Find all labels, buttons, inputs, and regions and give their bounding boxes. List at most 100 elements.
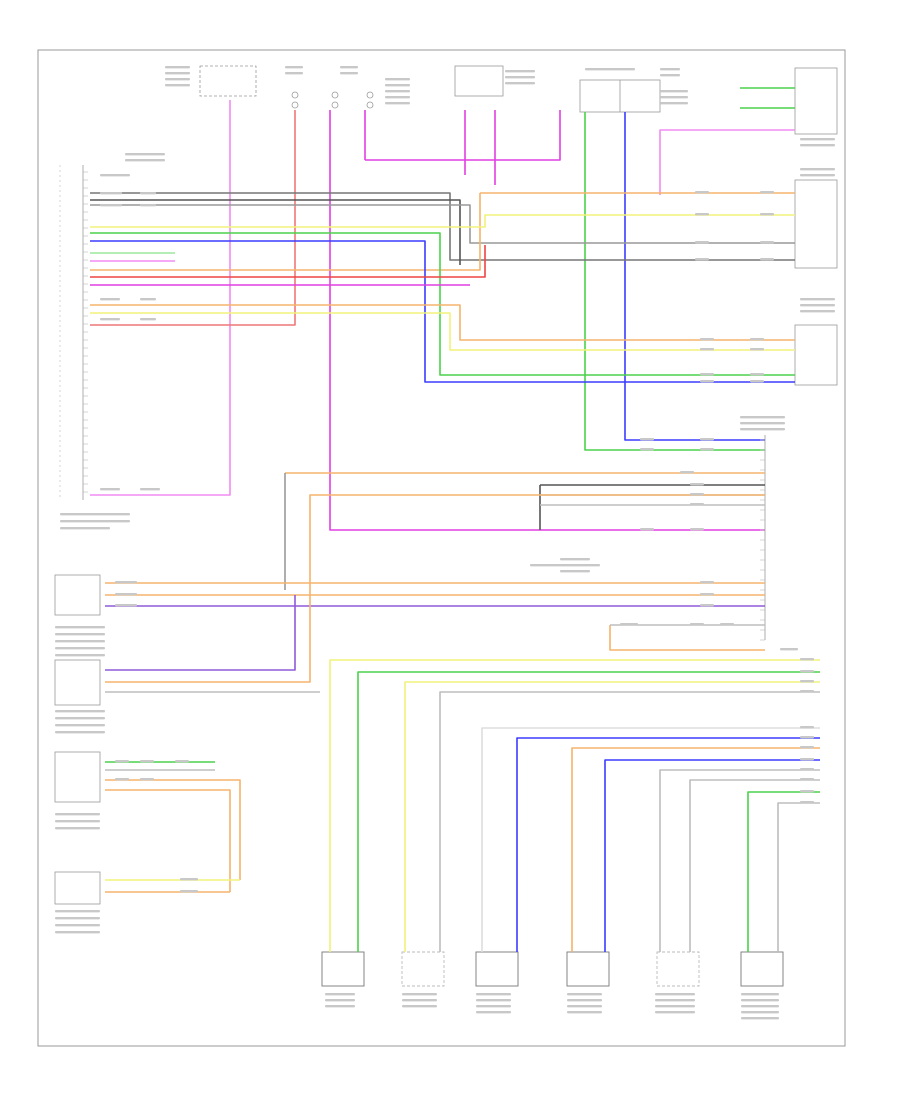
- blurred-label: [55, 910, 100, 913]
- wire-yellow-2: [90, 312, 795, 351]
- blurred-label: [700, 593, 714, 596]
- blurred-label: [165, 72, 190, 75]
- blurred-label: [476, 1005, 511, 1008]
- blurred-label: [560, 570, 590, 573]
- blurred-label: [800, 304, 835, 307]
- blurred-label: [741, 1011, 779, 1014]
- blurred-label: [125, 153, 165, 156]
- front-passenger-buckle-box: [54, 871, 101, 905]
- blurred-label: [741, 1005, 779, 1008]
- blurred-label: [750, 373, 764, 376]
- blurred-label: [115, 778, 129, 781]
- blurred-label: [115, 593, 137, 596]
- blurred-label: [760, 213, 774, 216]
- wire-blue-mid: [90, 240, 795, 383]
- wire-magenta-long: [329, 110, 765, 531]
- blurred-label: [385, 102, 410, 105]
- blurred-label: [100, 298, 120, 301]
- wire-grey-bottom-6: [777, 802, 820, 952]
- wire-pink-top: [90, 100, 231, 496]
- blurred-label: [800, 801, 814, 804]
- bottom-component-6: [740, 951, 784, 987]
- blurred-label: [385, 78, 410, 81]
- right-connector-sensors: [794, 324, 838, 386]
- wire-green-bottom-6: [747, 791, 820, 952]
- fuse-5: [366, 91, 374, 99]
- blurred-label: [60, 520, 130, 523]
- blurred-label: [660, 68, 680, 71]
- fuses: [291, 91, 374, 109]
- blurred-label: [800, 690, 814, 693]
- blurred-label: [55, 654, 105, 657]
- blurred-label: [55, 813, 100, 816]
- blurred-label: [55, 820, 100, 823]
- blurred-label: [800, 298, 835, 301]
- blurred-label: [140, 192, 156, 195]
- blurred-label: [800, 778, 814, 781]
- blurred-label: [690, 623, 704, 626]
- blurred-label: [140, 318, 156, 321]
- blurred-label: [100, 174, 130, 177]
- blurred-label: [800, 758, 814, 761]
- wire-blue-bottom-3: [516, 737, 820, 952]
- blurred-label: [476, 999, 511, 1002]
- blurred-label: [655, 993, 695, 996]
- bottom-component-5: [656, 951, 700, 987]
- blurred-label: [741, 1017, 779, 1020]
- blurred-label: [385, 90, 410, 93]
- module-pins: [83, 171, 765, 641]
- blurred-label: [55, 717, 105, 720]
- blurred-label: [55, 731, 105, 734]
- blurred-label: [700, 348, 714, 351]
- blurred-label: [690, 503, 704, 506]
- fuse-3: [331, 91, 339, 99]
- blurred-label: [530, 564, 600, 567]
- blurred-label: [741, 999, 779, 1002]
- blurred-label: [660, 102, 688, 105]
- blurred-label: [740, 422, 785, 425]
- blurred-label: [505, 76, 535, 79]
- blurred-label: [60, 513, 130, 516]
- blurred-label: [285, 72, 303, 75]
- blurred-label: [55, 640, 105, 643]
- blurred-label: [115, 581, 137, 584]
- blurred-label: [620, 623, 638, 626]
- wire-orange-bottom-4: [571, 747, 820, 952]
- blurred-label: [55, 827, 100, 830]
- blurred-label: [695, 241, 709, 244]
- blurred-label: [690, 528, 704, 531]
- wire-yellow-1: [90, 214, 795, 228]
- blurred-label: [165, 84, 190, 87]
- blurred-label: [655, 1011, 695, 1014]
- diagram-frame: [37, 49, 846, 1047]
- blurred-label: [750, 380, 764, 383]
- blurred-label: [140, 778, 154, 781]
- fuse-2: [291, 101, 299, 109]
- bottom-component-1: [321, 951, 365, 987]
- wire-orange-belt-2: [105, 789, 231, 892]
- blurred-label: [125, 159, 165, 162]
- blurred-label: [505, 70, 535, 73]
- wire-orange-belt: [105, 779, 241, 880]
- wire-pink-right: [659, 129, 795, 195]
- wire-red-1: [90, 245, 486, 278]
- wire-dark-2: [90, 199, 461, 265]
- blurred-label: [800, 680, 814, 683]
- blurred-label: [800, 768, 814, 771]
- wire-green-fuse: [584, 112, 765, 451]
- blurred-label: [476, 993, 511, 996]
- wires: [90, 87, 820, 952]
- blurred-label: [660, 96, 688, 99]
- blurred-label: [175, 760, 189, 763]
- blurred-label: [720, 623, 734, 626]
- bottom-component-3: [475, 951, 519, 987]
- blurred-label: [325, 1005, 355, 1008]
- blurred-label: [285, 66, 303, 69]
- blurred-label: [115, 760, 129, 763]
- top-connector-box-1: [199, 65, 257, 97]
- blurred-label: [55, 626, 105, 629]
- blurred-label: [700, 581, 714, 584]
- blurred-label: [180, 890, 198, 893]
- blurred-label: [800, 670, 814, 673]
